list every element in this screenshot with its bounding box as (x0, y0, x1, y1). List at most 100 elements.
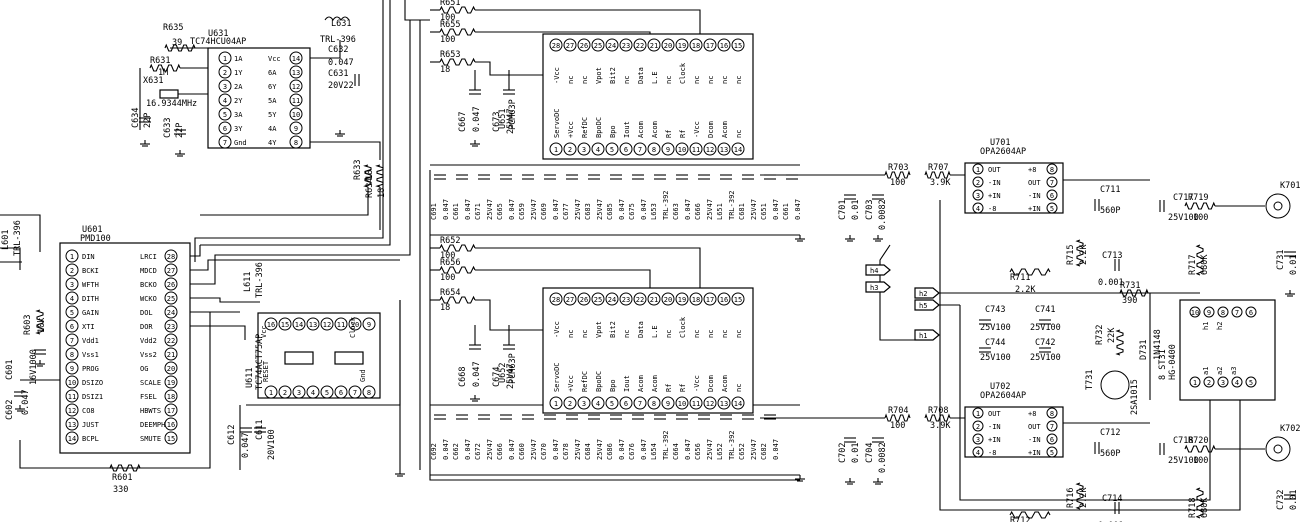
cap-ref: C713 (1102, 251, 1122, 261)
u652-pin-label: Iout (623, 375, 631, 392)
wire (939, 200, 1241, 511)
wire (879, 244, 915, 341)
pin-number: 10 (351, 321, 359, 329)
u601-pin-label: GAIN (82, 309, 99, 317)
relay-part: HG-0400 (1168, 344, 1178, 380)
ic-pin (1203, 376, 1215, 388)
filter-resistor (884, 413, 911, 422)
t731-part: 2SA1015 (1130, 379, 1140, 415)
r635-value: 39 (172, 38, 182, 48)
pin-number: 5 (610, 400, 614, 408)
cap-value: 0.047 (472, 106, 482, 132)
filter-resistor (924, 170, 951, 179)
resistor-value: 18 (440, 303, 450, 313)
dac-resistor (439, 243, 476, 252)
ic-pin (1245, 376, 1257, 388)
u652-part: PCM63P (508, 353, 518, 384)
pin-number: 1 (554, 146, 558, 154)
cap-value: 0.001 (1098, 278, 1124, 288)
l601-value: TRL-396 (13, 220, 23, 256)
rca-jack-ref: K701 (1280, 181, 1300, 191)
cap-ref: C691 (430, 203, 438, 220)
pin-number: 5 (1249, 379, 1253, 387)
u702-pin-label: +8 (1028, 410, 1036, 418)
cap-value: 0.0082 (878, 442, 888, 473)
ic-pin (164, 375, 178, 389)
u701-pin-label: +8 (1028, 166, 1036, 174)
r634-resistor (375, 164, 384, 188)
ic-pin (731, 142, 745, 156)
cap-value: TRL-392 (662, 190, 670, 220)
ic-pin (633, 142, 647, 156)
pin-number: 10 (678, 400, 686, 408)
u601-pin-label: CO8 (82, 407, 95, 415)
pin-number: 25 (167, 295, 175, 303)
u651-pin-label: -Vcc (553, 67, 561, 84)
u652-pin-label: nc (693, 330, 701, 338)
c631-ref: C631 (328, 69, 348, 79)
wire (475, 247, 701, 299)
pin-number: 15 (734, 296, 742, 304)
pin-number: 17 (706, 42, 714, 50)
ic-pin (689, 396, 703, 410)
resistor-ref: R653 (440, 50, 460, 60)
u702-pin-label: +IN (988, 436, 1001, 444)
c632-ref: C632 (328, 45, 348, 55)
ic-pin (661, 396, 675, 410)
ic-pin (289, 107, 303, 121)
ic-pin (1217, 376, 1229, 388)
cap-value: 0.0082 (878, 199, 888, 230)
pin-number: 25 (594, 42, 602, 50)
ic-pin (278, 385, 292, 399)
cap-ref: C668 (458, 367, 468, 387)
pin-number: 13 (292, 69, 300, 77)
cap-value: 560P (1100, 206, 1120, 216)
pin-number: 6 (339, 389, 343, 397)
ic-pin (292, 317, 306, 331)
ic-pin (717, 396, 731, 410)
ic-pin (164, 333, 178, 347)
wire (310, 141, 381, 160)
u651-ref: U651 (498, 109, 508, 129)
u651-pin-label: Data (637, 67, 645, 84)
pin-number: 23 (167, 323, 175, 331)
ic-pin (164, 305, 178, 319)
u611-pin-label: Vcc (260, 325, 268, 338)
ic-pin (306, 385, 320, 399)
cap-ref: C718 (1173, 436, 1193, 446)
ic-pin (972, 163, 984, 175)
pin-number: 15 (167, 435, 175, 443)
u701-pin-label: +IN (1028, 205, 1041, 213)
pin-number: 19 (678, 296, 686, 304)
pin-number: 8 (652, 400, 656, 408)
pin-number: 1 (269, 389, 273, 397)
pin-number: 27 (566, 296, 574, 304)
pin-number: 11 (692, 400, 700, 408)
pin-number: 2 (1207, 379, 1211, 387)
pin-number: 13 (720, 146, 728, 154)
ic-pin (292, 385, 306, 399)
relay-mark: h1 (1202, 322, 1210, 330)
cap-value: 25V47 (574, 199, 582, 220)
pin-number: 21 (167, 351, 175, 359)
cap-ref: C652 (738, 443, 746, 460)
pin-number: 14 (295, 321, 303, 329)
ic-pin (1046, 420, 1058, 432)
pin-number: 3 (976, 192, 980, 200)
pin-number: 18 (692, 296, 700, 304)
resistor-value: 100 (1193, 213, 1208, 223)
cap-value: 25V47 (506, 108, 516, 134)
u601-pin-label: HBWTS (140, 407, 161, 415)
pin-number: 3 (582, 400, 586, 408)
u601-pin-label: Vss1 (82, 351, 99, 359)
u651-part: PCM63P (508, 99, 518, 130)
ic-pin (65, 277, 79, 291)
ic-pin (65, 347, 79, 361)
ic-pin (661, 38, 675, 52)
cap-value: TRL-392 (662, 430, 670, 460)
ic-pin (264, 385, 278, 399)
pin-number: 27 (167, 267, 175, 275)
ic-pin (1046, 189, 1058, 201)
resistor-ref: R704 (888, 406, 908, 416)
r601-resistor (109, 463, 141, 472)
